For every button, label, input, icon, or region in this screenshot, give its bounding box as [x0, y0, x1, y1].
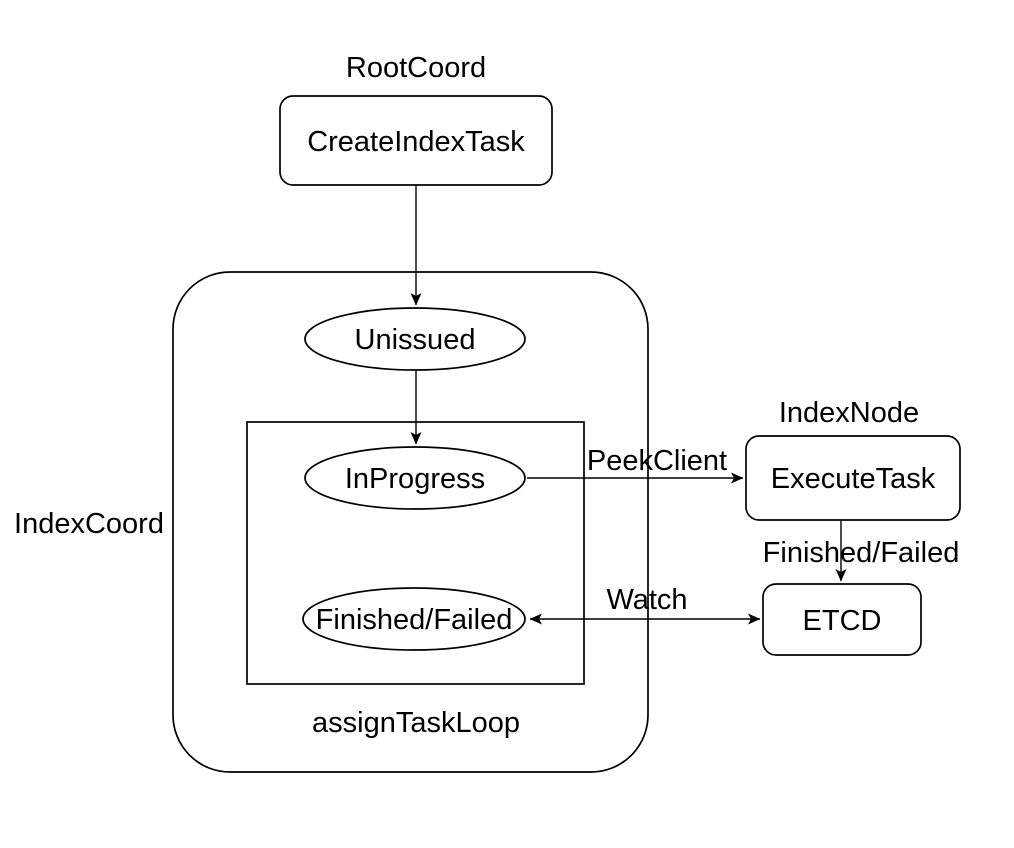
execute-task-label: ExecuteTask — [771, 463, 936, 495]
unissued-node — [304, 307, 526, 371]
etcd-node — [762, 583, 922, 656]
index-coord-container — [172, 271, 649, 773]
etcd-label: ETCD — [803, 605, 882, 637]
index-coord-label: IndexCoord — [14, 508, 164, 540]
unissued-label: Unissued — [355, 324, 476, 356]
root-coord-label: RootCoord — [346, 52, 486, 84]
in-progress-node — [304, 446, 526, 510]
execute-task-node — [745, 435, 961, 521]
watch-edge-label: Watch — [606, 584, 687, 616]
finished-failed-label: Finished/Failed — [316, 604, 513, 636]
finished-failed-node — [302, 587, 526, 651]
peek-client-edge-label: PeekClient — [587, 445, 727, 477]
index-node-label: IndexNode — [779, 397, 919, 429]
create-index-task-node — [279, 95, 553, 186]
in-progress-label: InProgress — [345, 463, 485, 495]
finished-failed-edge-label: Finished/Failed — [763, 537, 960, 569]
create-index-task-label: CreateIndexTask — [307, 126, 525, 158]
assign-task-loop-label: assignTaskLoop — [312, 707, 520, 739]
